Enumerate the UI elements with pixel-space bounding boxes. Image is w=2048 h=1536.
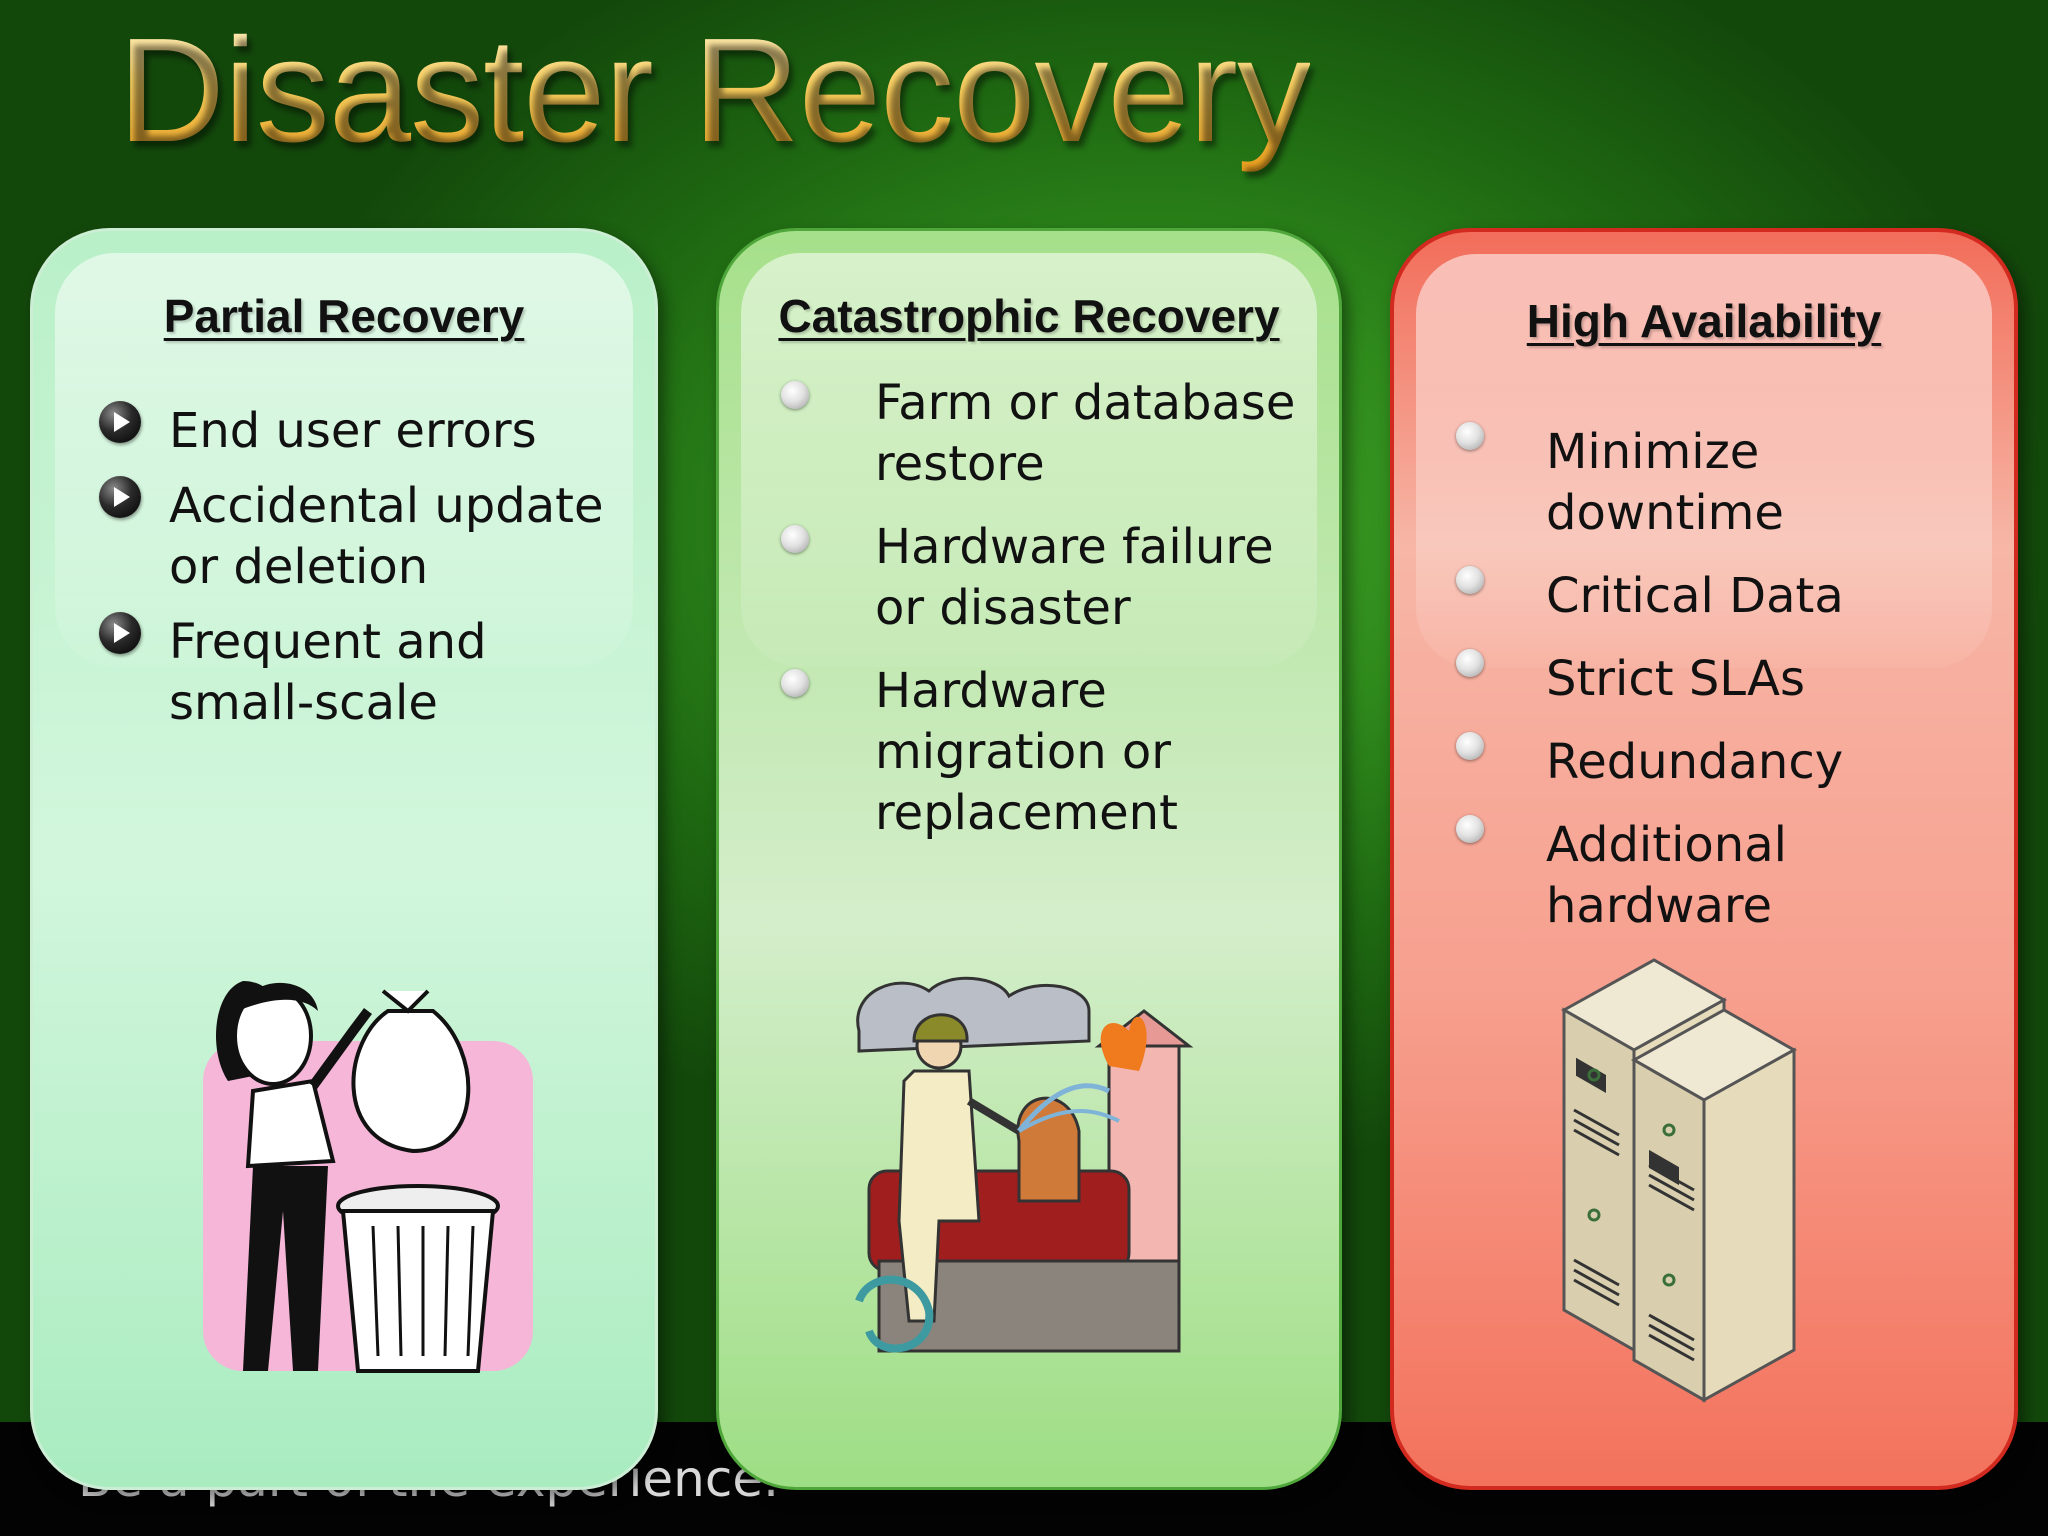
bullet-line: Redundancy: [1546, 734, 1844, 790]
grey-dot-bullet-icon: [781, 669, 809, 697]
bullet-line: migration or: [875, 724, 1172, 780]
woman-trash-can-icon: [203, 981, 533, 1373]
bullet-line: Critical Data: [1546, 568, 1844, 624]
bullet-line: Additional: [1546, 817, 1787, 873]
panel-gloss: [1416, 254, 1992, 668]
bullet-item: Accidental update or deletion: [99, 476, 604, 598]
panel-title: Partial Recovery: [163, 290, 525, 342]
bullet-line: Hardware failure: [875, 519, 1274, 575]
bullet-line: small-scale: [169, 675, 438, 731]
panel-title: High Availability: [1526, 295, 1882, 347]
firefighter-icon: [855, 976, 1194, 1353]
bullet-item: Hardware failure or disaster: [781, 517, 1295, 639]
bullet-line: or disaster: [875, 580, 1131, 636]
server-stack-icon: [1560, 958, 1798, 1403]
bullet-line: Hardware: [875, 663, 1107, 719]
panel-gloss: [741, 253, 1317, 667]
bullet-line: Frequent and: [169, 614, 487, 670]
arrow-bullet-icon: [99, 476, 141, 518]
bullet-line: Strict SLAs: [1546, 651, 1805, 707]
grey-dot-bullet-icon: [1456, 649, 1484, 677]
bullet-item: End user errors: [99, 401, 603, 462]
bullet-line: replacement: [875, 785, 1178, 841]
bullet-list: Farm or database restore Hardware failur…: [781, 373, 1296, 844]
grey-dot-bullet-icon: [781, 525, 809, 553]
panel-partial-recovery: Partial Recovery End user errors Acciden…: [30, 228, 658, 1490]
panel-catastrophic-recovery: Catastrophic Recovery Farm or database r…: [716, 228, 1342, 1490]
bullet-item: Critical Data: [1456, 566, 1844, 627]
bullet-line: End user errors: [169, 403, 537, 459]
bullet-item: Farm or database restore: [781, 373, 1296, 495]
arrow-bullet-icon: [99, 612, 141, 654]
bullet-item: Additional hardware: [1456, 815, 1844, 937]
bullet-item: Frequent and small-scale: [99, 612, 603, 734]
grey-dot-bullet-icon: [1456, 732, 1484, 760]
bullet-item: Redundancy: [1456, 732, 1844, 793]
bullet-item: Strict SLAs: [1456, 649, 1844, 710]
bullet-list: Minimize downtime Critical Data Strict S…: [1456, 422, 1844, 937]
grey-dot-bullet-icon: [1456, 815, 1484, 843]
bullet-line: Minimize: [1546, 424, 1760, 480]
bullet-item: Minimize downtime: [1456, 422, 1844, 544]
grey-dot-bullet-icon: [781, 381, 809, 409]
bullet-line: hardware: [1546, 878, 1773, 934]
bullet-list: End user errors Accidental update or del…: [99, 401, 604, 734]
panel-title: Catastrophic Recovery: [778, 290, 1280, 342]
bullet-line: Accidental update: [169, 478, 604, 534]
panel-high-availability: High Availability Minimize downtime Crit…: [1390, 228, 2018, 1490]
grey-dot-bullet-icon: [1456, 422, 1484, 450]
bullet-item: Hardware migration or replacement: [781, 661, 1295, 844]
arrow-bullet-icon: [99, 401, 141, 443]
slide-title: Disaster Recovery: [118, 6, 1311, 176]
bullet-line: or deletion: [169, 539, 429, 595]
panel-gloss: [55, 253, 633, 667]
bullet-line: downtime: [1546, 485, 1784, 541]
grey-dot-bullet-icon: [1456, 566, 1484, 594]
bullet-line: Farm or database: [875, 375, 1296, 431]
bullet-line: restore: [875, 436, 1045, 492]
